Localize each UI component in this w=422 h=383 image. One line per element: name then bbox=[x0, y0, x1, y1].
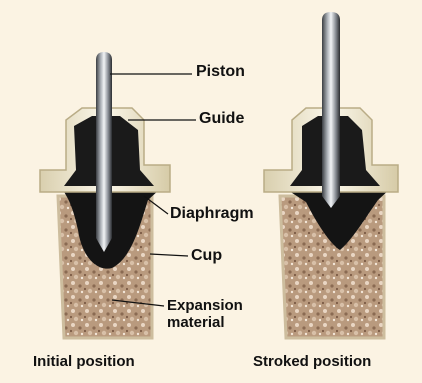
expansion-material-label: Expansion material bbox=[167, 297, 243, 331]
cup-label: Cup bbox=[191, 248, 222, 264]
cup-leader bbox=[150, 254, 188, 256]
stroked-position-unit bbox=[264, 12, 398, 338]
piston-shape-stroked bbox=[322, 12, 340, 208]
initial-position-unit bbox=[40, 52, 170, 338]
guide-label: Guide bbox=[199, 111, 244, 127]
piston-label: Piston bbox=[196, 64, 245, 80]
stroked-position-caption: Stroked position bbox=[253, 354, 371, 369]
expansion-label-line-2: material bbox=[167, 314, 243, 331]
initial-position-caption: Initial position bbox=[33, 354, 135, 369]
piston-shape bbox=[96, 52, 112, 252]
diaphragm-label: Diaphragm bbox=[170, 206, 254, 222]
expansion-label-line-1: Expansion bbox=[167, 297, 243, 314]
